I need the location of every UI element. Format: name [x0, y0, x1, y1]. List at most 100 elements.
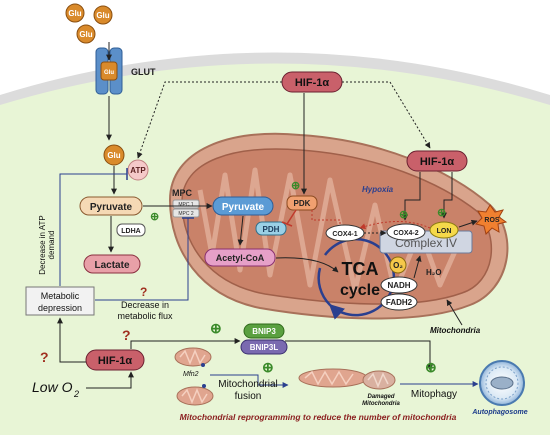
metabolic-depression-line2: depression	[38, 303, 82, 313]
pyruvate-to-acetylcoa-arrow	[237, 215, 244, 246]
ldha-plus: ⊕	[150, 211, 159, 223]
mitochondria-pointer	[446, 299, 463, 326]
hif-to-metabolic-arrow	[57, 317, 86, 363]
pdk-label: PDK	[294, 199, 311, 208]
hif-to-atp-dotted	[136, 81, 282, 159]
hif-to-cox42-arrow	[402, 172, 421, 221]
atp-demand-line1: Decrease in ATP	[38, 215, 47, 274]
autophagosome-label: Autophagosome	[471, 409, 527, 416]
hif-to-mito-dotted	[342, 81, 431, 149]
bnip-to-mitophagy-arrow	[285, 340, 433, 371]
lactate-label: Lactate	[94, 260, 129, 271]
bnip3	[243, 323, 285, 339]
fadh2-label: FADH2	[386, 298, 413, 307]
h2o-label: H₂O	[426, 268, 442, 277]
atp-demand-line2: demand	[47, 231, 56, 260]
cytosolic-glu-label: Glu	[107, 151, 120, 160]
cytosolic-pyruvate-label: Pyruvate	[90, 202, 133, 213]
ldha-label: LDHA	[121, 228, 140, 235]
damaged-line1: Damaged	[367, 394, 394, 400]
mpc-label: MPC	[172, 188, 193, 198]
low-o2-to-hif-arrow	[86, 371, 134, 389]
mitophagy-label: Mitophagy	[411, 389, 457, 400]
flux-question: ?	[140, 285, 147, 299]
footer-caption: Mitochondrial reprogramming to reduce th…	[180, 412, 457, 422]
autophagosome	[479, 360, 525, 406]
o2-label: O₂	[393, 261, 403, 270]
bnip3l-label: BNIP3L	[250, 343, 279, 352]
bnip-plus: ⊕	[210, 320, 222, 336]
metabolic-depression-line1: Metabolic	[41, 291, 80, 301]
fadh2	[380, 293, 418, 311]
mpc2-box	[172, 208, 200, 218]
fusion-line2: fusion	[235, 391, 262, 402]
hypoxia-label: Hypoxia	[362, 185, 394, 194]
tca-label-line1: TCA	[342, 259, 379, 279]
damaged-line2: Mitochondria	[362, 401, 400, 407]
nadh-to-complexiv-arrow	[413, 255, 422, 279]
mitochondria-label: Mitochondria	[430, 326, 481, 335]
pdk-plus: ⊕	[291, 180, 300, 192]
glu-label-2: Glu	[96, 11, 109, 20]
mito-pyruvate-label: Pyruvate	[222, 202, 265, 213]
hif-to-bnip-arrow	[130, 338, 241, 349]
pdk-inhibition-bar	[281, 221, 293, 227]
acetyl-coa-label: Acetyl-CoA	[216, 253, 265, 263]
mito-pyruvate	[212, 196, 274, 216]
flux-line1: Decrease in	[121, 300, 169, 310]
flux-line2: metabolic flux	[117, 311, 173, 321]
hif-bottom	[85, 349, 145, 371]
lon-plus: ⊕	[437, 207, 446, 219]
atp-demand-inhibition	[59, 173, 127, 286]
pdh-label: PDH	[263, 225, 280, 234]
fusion-plus: ⊕	[262, 359, 274, 375]
extracellular-glucose: Glu Glu Glu	[65, 3, 113, 44]
small-mitochondria	[174, 347, 396, 406]
ros-burst	[475, 204, 508, 235]
cox41-label: COX4-1	[332, 231, 357, 238]
ros-label: ROS	[484, 217, 500, 224]
hif-to-lon-arrow	[441, 172, 453, 219]
glu-label-3: Glu	[79, 30, 92, 39]
mitophagy-plus: ⊕	[425, 359, 437, 375]
bnip3l	[240, 339, 288, 355]
hif-mito-label: HIF-1α	[420, 156, 455, 168]
acetyl-coa	[204, 248, 276, 267]
glu-label-1: Glu	[68, 9, 81, 18]
mpc1-label: MPC 1	[178, 202, 194, 208]
hif-bottom-label: HIF-1α	[98, 355, 133, 367]
o2-node	[389, 256, 407, 274]
nadh-label: NADH	[387, 281, 410, 290]
atp-label: ATP	[130, 166, 146, 175]
lon-to-ros-arrow	[458, 219, 478, 228]
pdh-enzyme	[255, 221, 287, 236]
pdk-inhibits-pdh	[286, 209, 297, 225]
low-o2-subscript: 2	[73, 389, 79, 399]
metabolic-question: ?	[40, 349, 49, 365]
glut-glu-label: Glu	[104, 70, 114, 76]
cytosolic-glucose	[103, 144, 125, 166]
nadh	[380, 276, 418, 294]
flux-inhibition	[95, 218, 189, 301]
cytosolic-pyruvate	[79, 196, 143, 216]
lon-degrades-cox41	[359, 221, 431, 230]
fusion-arrow	[210, 374, 289, 388]
mpc2-label: MPC 2	[178, 211, 194, 217]
lon	[429, 221, 459, 239]
cox42	[386, 223, 426, 241]
low-o2-label: Low O	[32, 379, 73, 395]
cox42-label: COX4-2	[393, 230, 418, 237]
atp-node	[127, 159, 149, 181]
bnip-question: ?	[122, 327, 131, 343]
lon-label: LON	[437, 228, 452, 235]
hif-mito	[406, 150, 468, 172]
bnip3-label: BNIP3	[252, 327, 276, 336]
mfn2-label: Mfn2	[183, 371, 199, 378]
pdk-enzyme	[286, 195, 318, 211]
glut-transporter: Glu GLUT	[95, 47, 156, 95]
acetylcoa-to-tca-arrow	[275, 257, 339, 273]
lactate	[83, 254, 141, 274]
ldha-enzyme	[116, 223, 146, 237]
